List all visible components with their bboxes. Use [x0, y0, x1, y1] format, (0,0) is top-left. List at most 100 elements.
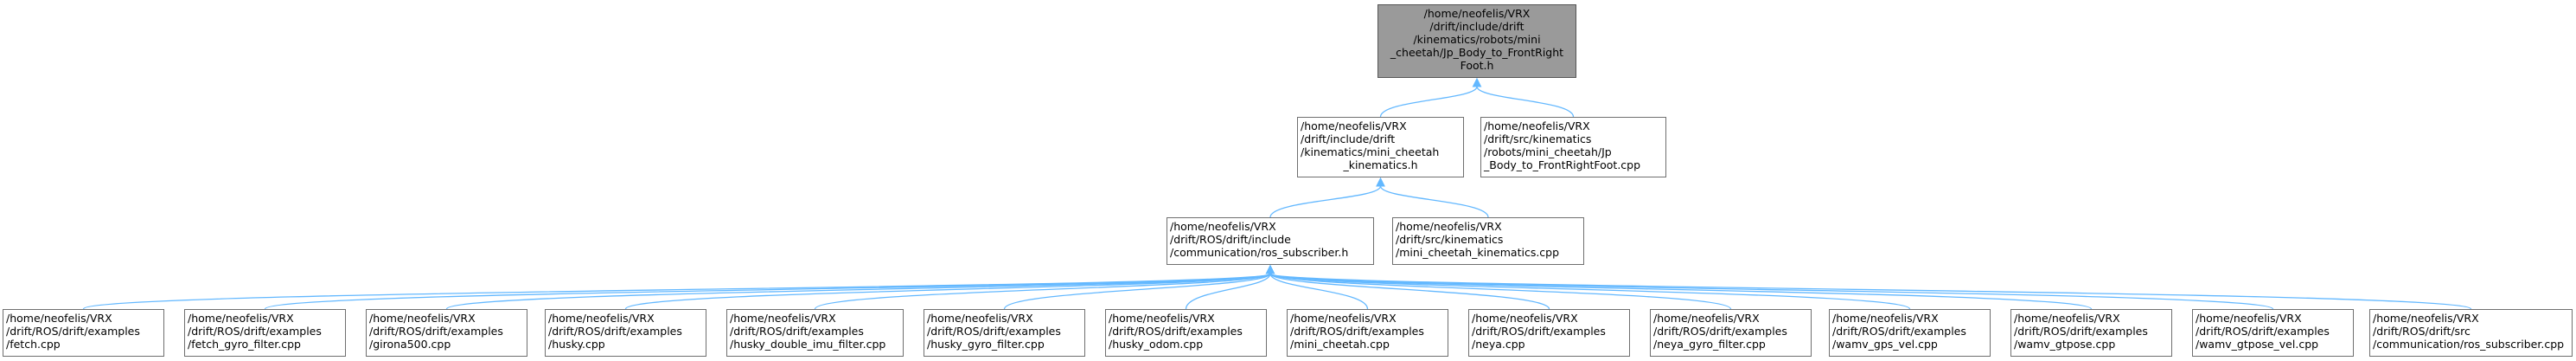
- node-mini-cheetah-kinematics-h[interactable]: /home/neofelis/VRX /drift/include/drift …: [1297, 117, 1464, 177]
- edge-ros_subscriber_cpp-to-ros_subscriber_h: [1269, 273, 2472, 310]
- node-neya-cpp[interactable]: /home/neofelis/VRX /drift/ROS/drift/exam…: [1468, 309, 1630, 357]
- edge-husky_odom-to-ros_subscriber_h: [1185, 273, 1271, 310]
- node-line: /home/neofelis/VRX: [1290, 312, 1397, 325]
- node-line: /home/neofelis/VRX: [1472, 312, 1578, 325]
- node-line: /drift/ROS/drift/examples: [6, 325, 140, 338]
- node-fetch-cpp[interactable]: /home/neofelis/VRX /drift/ROS/drift/exam…: [3, 309, 164, 357]
- edge-mini_cheetah-to-ros_subscriber_h: [1269, 273, 1369, 310]
- edge-jp_cpp-to-root: [1476, 86, 1575, 118]
- node-line: /home/neofelis/VRX: [1396, 220, 1502, 233]
- edge-neya_gyro-to-ros_subscriber_h: [1269, 273, 1732, 310]
- node-line: /drift/ROS/drift/examples: [927, 325, 1061, 338]
- edge-wamv_gtpose_vel-to-ros_subscriber_h: [1269, 273, 2274, 310]
- node-husky-cpp[interactable]: /home/neofelis/VRX /drift/ROS/drift/exam…: [545, 309, 706, 357]
- node-line: /neya_gyro_filter.cpp: [1653, 338, 1766, 351]
- node-line: /fetch.cpp: [6, 338, 61, 351]
- edge-husky-to-ros_subscriber_h: [624, 273, 1271, 310]
- node-line: /drift/src/kinematics: [1396, 233, 1504, 246]
- arrowhead-mini_cheetah_kinematics_cpp-to-mini_cheetah_kinematics_h: [1376, 177, 1385, 187]
- node-line: /husky_odom.cpp: [1109, 338, 1204, 351]
- node-line: /drift/ROS/drift/examples: [730, 325, 864, 338]
- edge-mini_cheetah_kinematics_cpp-to-mini_cheetah_kinematics_h: [1379, 185, 1489, 218]
- node-neya-gyro-filter-cpp[interactable]: /home/neofelis/VRX /drift/ROS/drift/exam…: [1650, 309, 1812, 357]
- node-line: /drift/ROS/drift/examples: [548, 325, 682, 338]
- node-line: /home/neofelis/VRX: [2373, 312, 2479, 325]
- edge-fetch_gyro-to-ros_subscriber_h: [264, 273, 1271, 310]
- node-line: /home/neofelis/VRX: [2196, 312, 2302, 325]
- node-line: /husky_double_imu_filter.cpp: [730, 338, 886, 351]
- node-jp-cpp[interactable]: /home/neofelis/VRX /drift/src/kinematics…: [1480, 117, 1666, 177]
- node-ros-subscriber-h[interactable]: /home/neofelis/VRX /drift/ROS/drift/incl…: [1167, 217, 1374, 265]
- node-line: /drift/ROS/drift/include: [1170, 233, 1291, 246]
- node-wamv-gtpose-cpp[interactable]: /home/neofelis/VRX /drift/ROS/drift/exam…: [2010, 309, 2172, 357]
- node-root[interactable]: /home/neofelis/VRX /drift/include/drift …: [1377, 4, 1576, 78]
- node-line: /communication/ros_subscriber.cpp: [2373, 338, 2565, 351]
- node-line: /husky.cpp: [548, 338, 605, 351]
- node-girona500-cpp[interactable]: /home/neofelis/VRX /drift/ROS/drift/exam…: [366, 309, 527, 357]
- node-mini-cheetah-kinematics-cpp[interactable]: /home/neofelis/VRX /drift/src/kinematics…: [1392, 217, 1584, 265]
- node-line: /home/neofelis/VRX: [188, 312, 294, 325]
- node-line: /husky_gyro_filter.cpp: [927, 338, 1045, 351]
- node-line: /drift/ROS/drift/examples: [1290, 325, 1424, 338]
- node-line center-last: _kinematics.h: [1343, 158, 1418, 171]
- node-line: /wamv_gps_vel.cpp: [1832, 338, 1938, 351]
- node-mini-cheetah-cpp[interactable]: /home/neofelis/VRX /drift/ROS/drift/exam…: [1287, 309, 1448, 357]
- node-line: /home/neofelis/VRX: [1301, 119, 1407, 132]
- node-line: /girona500.cpp: [369, 338, 451, 351]
- edge-girona-to-ros_subscriber_h: [445, 273, 1271, 310]
- node-line: /kinematics/robots/mini: [1413, 33, 1541, 46]
- node-line: /drift/ROS/drift/examples: [1472, 325, 1606, 338]
- edge-wamv_gps-to-ros_subscriber_h: [1269, 273, 1911, 310]
- node-wamv-gtpose-vel-cpp[interactable]: /home/neofelis/VRX /drift/ROS/drift/exam…: [2192, 309, 2354, 357]
- node-line: /home/neofelis/VRX: [6, 312, 112, 325]
- node-line: /neya.cpp: [1472, 338, 1525, 351]
- node-line: /home/neofelis/VRX: [2014, 312, 2120, 325]
- edge-neya-to-ros_subscriber_h: [1269, 273, 1550, 310]
- node-wamv-gps-vel-cpp[interactable]: /home/neofelis/VRX /drift/ROS/drift/exam…: [1829, 309, 1991, 357]
- node-husky-double-imu-filter-cpp[interactable]: /home/neofelis/VRX /drift/ROS/drift/exam…: [726, 309, 904, 357]
- node-line: /robots/mini_cheetah/Jp: [1484, 145, 1612, 158]
- edge-husky_gyro-to-ros_subscriber_h: [1003, 273, 1271, 310]
- node-line: /home/neofelis/VRX: [1423, 7, 1531, 20]
- node-fetch-gyro-filter-cpp[interactable]: /home/neofelis/VRX /drift/ROS/drift/exam…: [184, 309, 346, 357]
- node-husky-gyro-filter-cpp[interactable]: /home/neofelis/VRX /drift/ROS/drift/exam…: [924, 309, 1085, 357]
- node-line: /communication/ros_subscriber.h: [1170, 246, 1349, 259]
- node-line: /home/neofelis/VRX: [927, 312, 1033, 325]
- node-line: /drift/ROS/drift/examples: [369, 325, 503, 338]
- node-line: /fetch_gyro_filter.cpp: [188, 338, 301, 351]
- edge-husky_double-to-ros_subscriber_h: [814, 273, 1271, 310]
- node-line: /drift/ROS/drift/examples: [188, 325, 322, 338]
- node-line: /home/neofelis/VRX: [1109, 312, 1215, 325]
- node-line: /home/neofelis/VRX: [1832, 312, 1939, 325]
- node-line: /drift/ROS/drift/examples: [2014, 325, 2148, 338]
- node-line: Foot.h: [1460, 59, 1494, 72]
- node-line: /drift/include/drift: [1429, 20, 1525, 33]
- node-line: /home/neofelis/VRX: [1653, 312, 1760, 325]
- node-line: /drift/ROS/drift/src: [2373, 325, 2471, 338]
- node-line: /drift/include/drift: [1301, 132, 1396, 145]
- node-line: /drift/ROS/drift/examples: [1109, 325, 1243, 338]
- node-line: /home/neofelis/VRX: [369, 312, 476, 325]
- node-line: /mini_cheetah_kinematics.cpp: [1396, 246, 1560, 259]
- arrowhead-jp_cpp-to-root: [1472, 77, 1482, 87]
- node-line: /wamv_gtpose.cpp: [2014, 338, 2116, 351]
- node-line: /kinematics/mini_cheetah: [1301, 145, 1440, 158]
- node-line: /drift/src/kinematics: [1484, 132, 1592, 145]
- node-line: /home/neofelis/VRX: [548, 312, 655, 325]
- node-line: /home/neofelis/VRX: [1484, 119, 1590, 132]
- edge-mini_cheetah_kinematics_h-to-root: [1379, 86, 1478, 118]
- node-line: /home/neofelis/VRX: [730, 312, 836, 325]
- node-line: /wamv_gtpose_vel.cpp: [2196, 338, 2319, 351]
- arrowhead-ros_subscriber_cpp-to-ros_subscriber_h: [1265, 264, 1275, 274]
- edge-ros_subscriber_h-to-mini_cheetah_kinematics_h: [1269, 185, 1382, 218]
- node-line: /drift/ROS/drift/examples: [1832, 325, 1966, 338]
- node-ros-subscriber-cpp[interactable]: /home/neofelis/VRX /drift/ROS/drift/src …: [2369, 309, 2573, 357]
- node-line: /mini_cheetah.cpp: [1290, 338, 1390, 351]
- node-husky-odom-cpp[interactable]: /home/neofelis/VRX /drift/ROS/drift/exam…: [1105, 309, 1267, 357]
- node-line: _Body_to_FrontRightFoot.cpp: [1484, 158, 1641, 171]
- node-line: _cheetah/Jp_Body_to_FrontRight: [1390, 46, 1564, 59]
- node-line: /drift/ROS/drift/examples: [1653, 325, 1787, 338]
- node-line: /home/neofelis/VRX: [1170, 220, 1276, 233]
